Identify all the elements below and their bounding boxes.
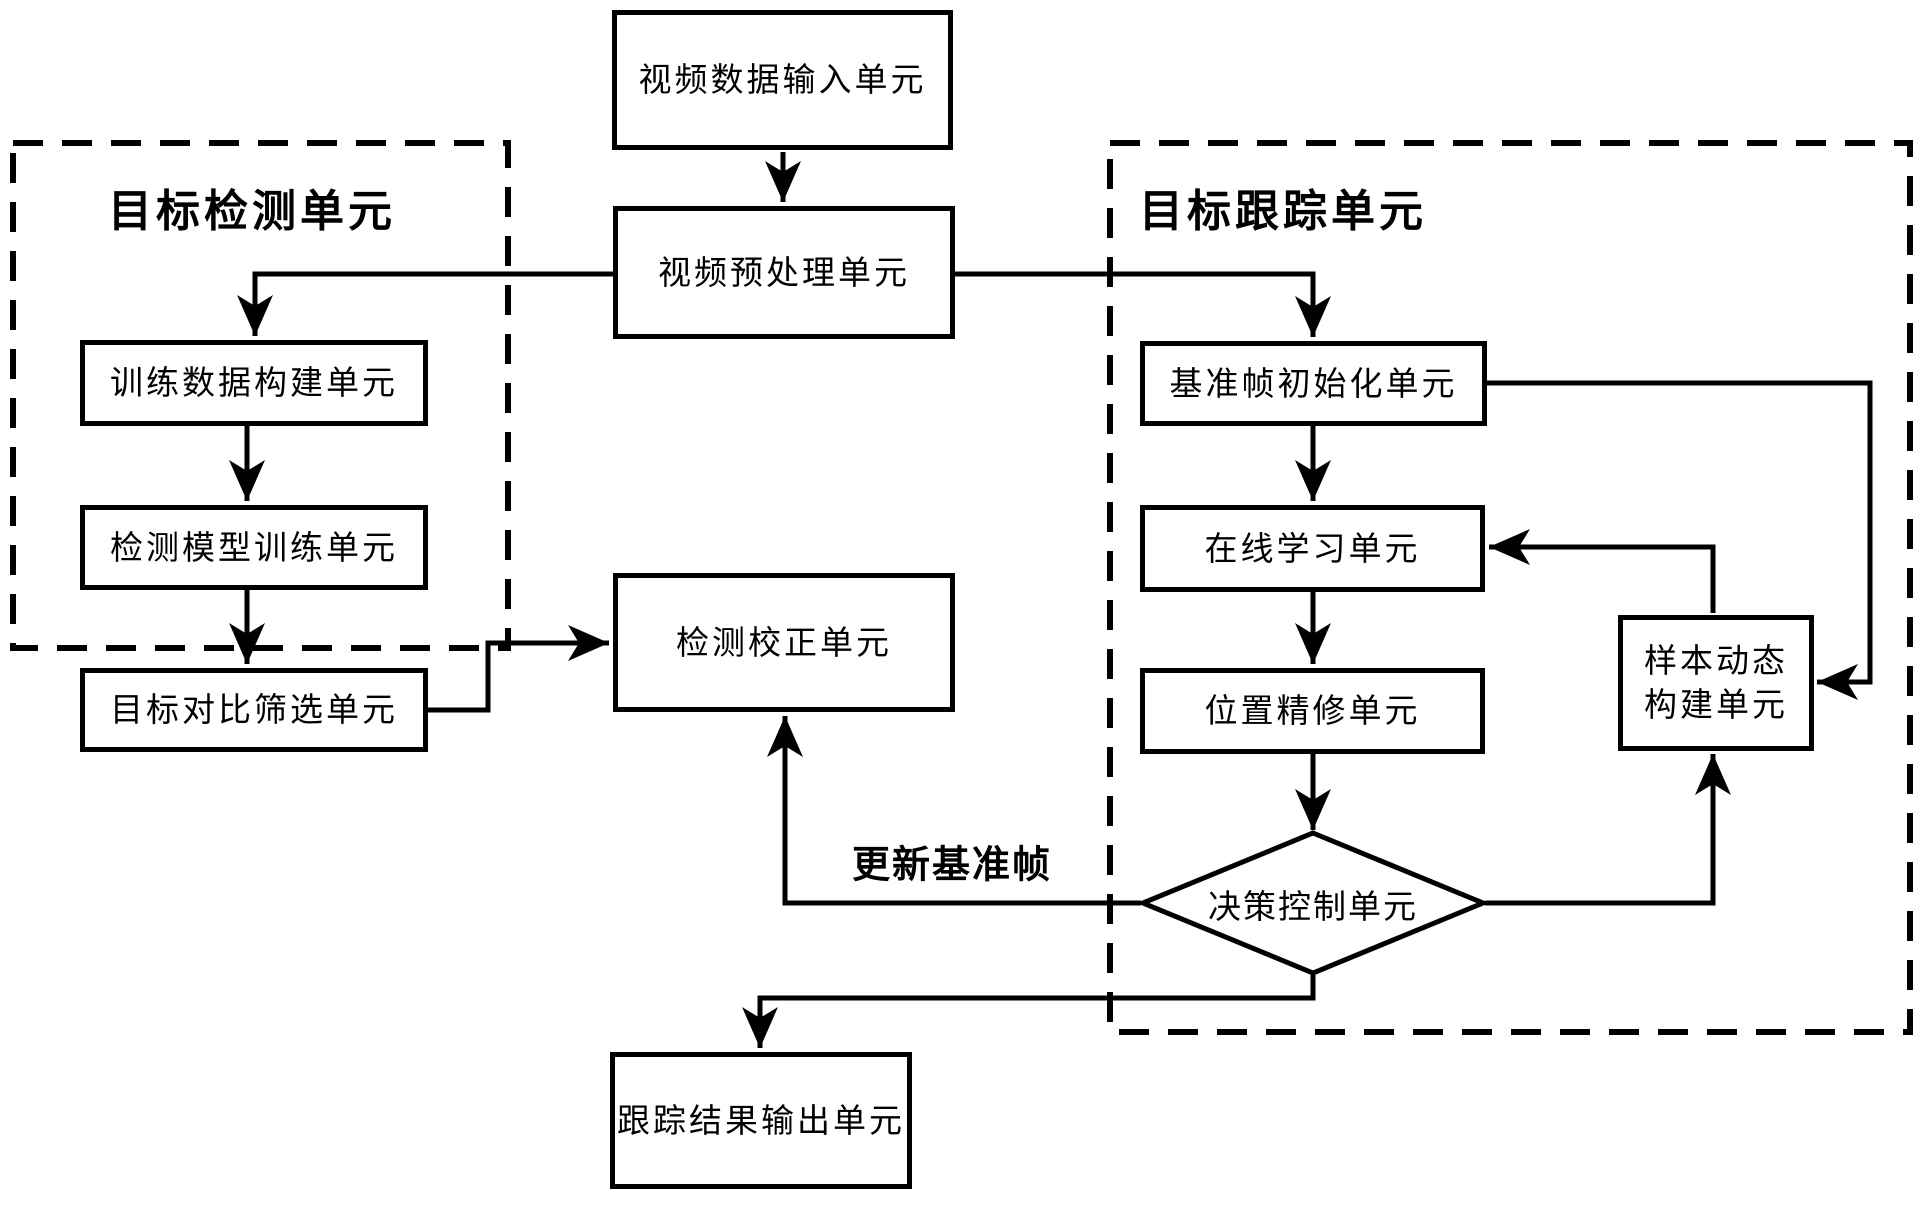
edge-sample-build-to-online-learn — [1489, 529, 1716, 613]
decision-diamond-shape — [1136, 830, 1490, 976]
node-sample-build-line1: 样本动态 — [1644, 641, 1788, 681]
node-video-input: 视频数据输入单元 — [612, 10, 953, 150]
node-train-data-label: 训练数据构建单元 — [110, 363, 398, 403]
node-train-data: 训练数据构建单元 — [80, 340, 428, 426]
node-detect-model: 检测模型训练单元 — [80, 505, 428, 590]
node-online-learn-label: 在线学习单元 — [1204, 528, 1421, 568]
node-detect-model-label: 检测模型训练单元 — [110, 527, 398, 567]
node-position-refine: 位置精修单元 — [1140, 668, 1485, 754]
node-online-learn: 在线学习单元 — [1140, 505, 1485, 592]
node-decision-label: 决策控制单元 — [1208, 887, 1418, 926]
edge-preprocess-to-baseline-init — [953, 271, 1331, 337]
tracking-group-border — [1107, 140, 1913, 1035]
node-video-input-label: 视频数据输入单元 — [638, 60, 927, 100]
node-sample-build-line2: 构建单元 — [1644, 685, 1788, 724]
node-target-filter-label: 目标对比筛选单元 — [110, 690, 398, 730]
node-detect-correct-label: 检测校正单元 — [676, 622, 892, 662]
node-baseline-init: 基准帧初始化单元 — [1140, 341, 1487, 426]
node-preprocess-label: 视频预处理单元 — [658, 252, 910, 292]
edge-decision-to-track-output — [742, 975, 1316, 1048]
edge-decision-to-detect-correct — [767, 716, 1141, 906]
node-position-refine-label: 位置精修单元 — [1204, 691, 1421, 731]
node-baseline-init-label: 基准帧初始化单元 — [1169, 363, 1458, 403]
node-target-filter: 目标对比筛选单元 — [80, 668, 428, 752]
node-sample-build: 样本动态 构建单元 — [1618, 615, 1814, 751]
edge-baseline-init-to-sample-build — [1487, 380, 1873, 700]
node-track-output: 跟踪结果输出单元 — [610, 1052, 912, 1189]
edge-preprocess-to-train-data — [237, 271, 615, 336]
detection-group-title: 目标检测单元 — [108, 186, 396, 237]
node-track-output-label: 跟踪结果输出单元 — [617, 1100, 905, 1140]
node-detect-correct: 检测校正单元 — [613, 573, 955, 712]
edge-decision-to-sample-build — [1485, 754, 1731, 906]
edge-target-filter-to-detect-correct — [426, 625, 609, 713]
node-sample-build-label: 样本动态 构建单元 — [1644, 639, 1788, 726]
update-baseline-edge-label: 更新基准帧 — [851, 842, 1053, 887]
tracking-group-title: 目标跟踪单元 — [1139, 186, 1427, 237]
node-preprocess: 视频预处理单元 — [613, 206, 955, 339]
